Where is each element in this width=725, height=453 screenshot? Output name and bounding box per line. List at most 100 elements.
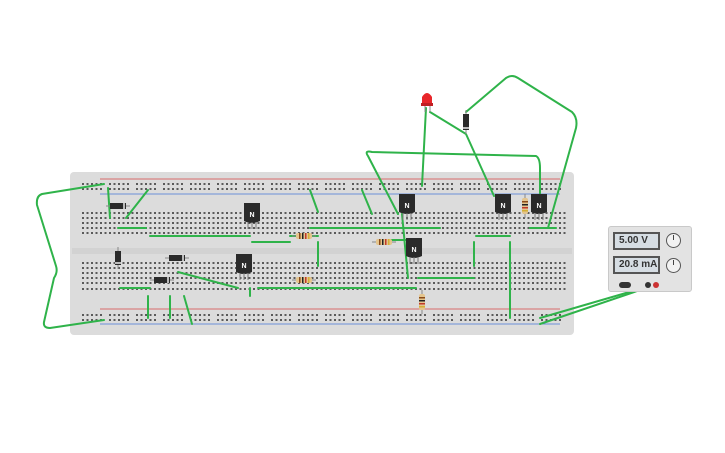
hole[interactable] — [397, 272, 399, 274]
hole[interactable] — [541, 188, 543, 190]
hole[interactable] — [406, 188, 408, 190]
hole[interactable] — [185, 262, 188, 264]
hole[interactable] — [257, 227, 260, 229]
hole[interactable] — [163, 232, 165, 234]
hole[interactable] — [289, 227, 291, 229]
hole[interactable] — [145, 282, 147, 284]
hole[interactable] — [509, 227, 512, 229]
hole[interactable] — [451, 217, 453, 219]
hole[interactable] — [433, 314, 435, 316]
hole[interactable] — [505, 277, 507, 279]
hole[interactable] — [482, 217, 485, 219]
hole[interactable] — [230, 262, 233, 264]
hole[interactable] — [199, 188, 201, 190]
hole[interactable] — [275, 272, 278, 274]
hole[interactable] — [298, 188, 300, 190]
hole[interactable] — [190, 232, 192, 234]
hole[interactable] — [482, 272, 485, 274]
hole[interactable] — [487, 227, 489, 229]
hole[interactable] — [406, 232, 408, 234]
hole[interactable] — [514, 222, 516, 224]
hole[interactable] — [433, 212, 435, 214]
hole[interactable] — [293, 227, 296, 229]
hole[interactable] — [91, 314, 93, 316]
hole[interactable] — [140, 267, 143, 269]
hole[interactable] — [199, 183, 201, 185]
hole[interactable] — [113, 183, 116, 185]
hole[interactable] — [545, 222, 548, 224]
hole[interactable] — [302, 272, 305, 274]
hole[interactable] — [149, 212, 152, 214]
hole[interactable] — [104, 232, 107, 234]
hole[interactable] — [266, 277, 269, 279]
hole[interactable] — [95, 288, 98, 290]
hole[interactable] — [95, 282, 98, 284]
hole[interactable] — [149, 314, 152, 316]
hole[interactable] — [316, 267, 318, 269]
hole[interactable] — [370, 314, 372, 316]
hole[interactable] — [343, 277, 345, 279]
hole[interactable] — [536, 267, 539, 269]
hole[interactable] — [563, 288, 566, 290]
hole[interactable] — [217, 262, 219, 264]
hole[interactable] — [527, 232, 530, 234]
resistor[interactable] — [419, 290, 425, 314]
hole[interactable] — [248, 183, 251, 185]
hole[interactable] — [104, 222, 107, 224]
hole[interactable] — [257, 262, 260, 264]
hole[interactable] — [91, 188, 93, 190]
hole[interactable] — [284, 272, 287, 274]
hole[interactable] — [217, 217, 219, 219]
hole[interactable] — [95, 262, 98, 264]
hole[interactable] — [298, 272, 300, 274]
hole[interactable] — [289, 217, 291, 219]
hole[interactable] — [136, 272, 138, 274]
hole[interactable] — [460, 267, 462, 269]
hole[interactable] — [401, 262, 404, 264]
diode[interactable] — [165, 255, 189, 261]
hole[interactable] — [464, 288, 467, 290]
hole[interactable] — [257, 319, 260, 321]
hole[interactable] — [149, 288, 152, 290]
hole[interactable] — [365, 232, 368, 234]
hole[interactable] — [514, 183, 516, 185]
hole[interactable] — [167, 212, 170, 214]
hole[interactable] — [203, 212, 206, 214]
hole[interactable] — [352, 267, 354, 269]
hole[interactable] — [82, 319, 84, 321]
hole[interactable] — [199, 267, 201, 269]
hole[interactable] — [131, 212, 134, 214]
hole[interactable] — [82, 314, 84, 316]
hole[interactable] — [527, 314, 530, 316]
hole[interactable] — [181, 217, 183, 219]
hole[interactable] — [248, 314, 251, 316]
hole[interactable] — [541, 217, 543, 219]
hole[interactable] — [541, 232, 543, 234]
hole[interactable] — [392, 212, 395, 214]
hole[interactable] — [280, 217, 282, 219]
hole[interactable] — [235, 212, 237, 214]
hole[interactable] — [496, 222, 498, 224]
hole[interactable] — [172, 267, 174, 269]
hole[interactable] — [226, 277, 228, 279]
hole[interactable] — [95, 314, 98, 316]
hole[interactable] — [505, 319, 507, 321]
hole[interactable] — [541, 319, 543, 321]
hole[interactable] — [374, 272, 377, 274]
hole[interactable] — [194, 227, 197, 229]
hole[interactable] — [563, 272, 566, 274]
hole[interactable] — [437, 222, 440, 224]
hole[interactable] — [478, 222, 480, 224]
hole[interactable] — [541, 262, 543, 264]
hole[interactable] — [500, 227, 503, 229]
wire[interactable] — [465, 75, 578, 229]
hole[interactable] — [109, 319, 111, 321]
hole[interactable] — [244, 227, 246, 229]
hole[interactable] — [266, 272, 269, 274]
hole[interactable] — [424, 282, 426, 284]
hole[interactable] — [469, 282, 471, 284]
hole[interactable] — [329, 183, 332, 185]
hole[interactable] — [163, 288, 165, 290]
hole[interactable] — [523, 272, 525, 274]
